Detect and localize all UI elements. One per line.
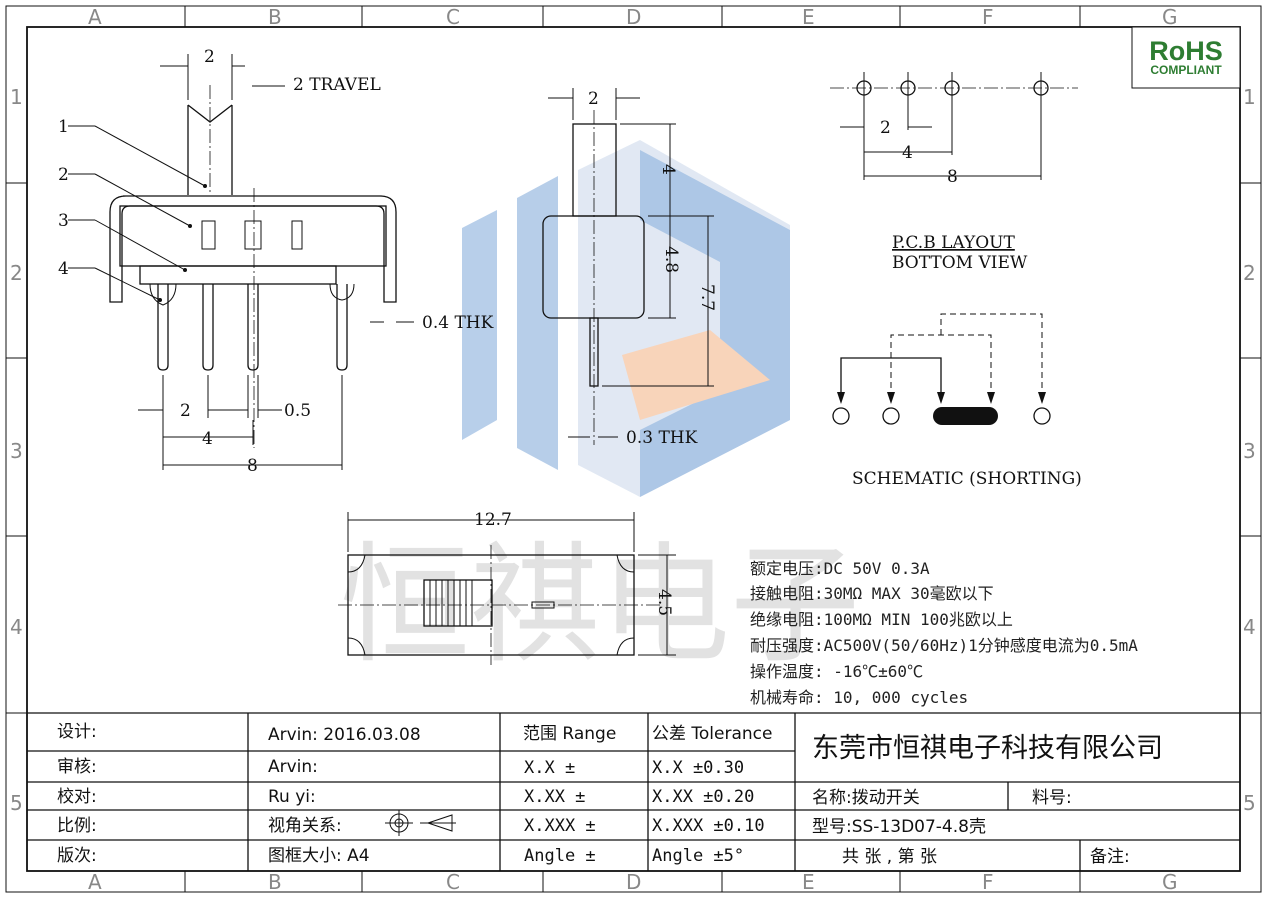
svg-text:X.X ±0.30: X.X ±0.30 <box>652 758 744 778</box>
svg-text:X.XX ±0.20: X.XX ±0.20 <box>652 787 754 807</box>
svg-text:A: A <box>88 870 102 894</box>
svg-text:2: 2 <box>880 118 891 138</box>
svg-text:3: 3 <box>1243 439 1256 463</box>
svg-text:4: 4 <box>902 143 913 163</box>
svg-text:2: 2 <box>180 401 191 421</box>
pcb-layout: 2 4 8 P.C.B LAYOUT BOTTOM VIEW <box>830 72 1078 273</box>
svg-text:图框大小: A4: 图框大小: A4 <box>268 846 370 866</box>
svg-text:审核:: 审核: <box>57 757 97 777</box>
svg-text:SCHEMATIC (SHORTING): SCHEMATIC (SHORTING) <box>852 469 1082 489</box>
svg-text:4: 4 <box>58 259 69 279</box>
outer-border <box>5 5 1262 893</box>
watermark-logo <box>462 140 790 497</box>
spec-list: 额定电压:DC 50V 0.3A 接触电阻:30MΩ MAX 30毫欧以下 绝缘… <box>750 559 1138 707</box>
svg-text:0.3 THK: 0.3 THK <box>626 428 698 448</box>
svg-text:3: 3 <box>58 211 69 231</box>
svg-text:范围 Range: 范围 Range <box>523 724 616 744</box>
front-view: 2 4 4.8 7.7 0.3 THK <box>542 88 717 448</box>
svg-text:2: 2 <box>588 89 599 109</box>
svg-text:东莞市恒祺电子科技有限公司: 东莞市恒祺电子科技有限公司 <box>812 733 1163 764</box>
svg-text:恒祺电子: 恒祺电子 <box>340 529 860 681</box>
rohs-badge: RoHS COMPLIANT <box>1131 26 1241 89</box>
zone-ticks <box>6 6 1261 892</box>
svg-text:1: 1 <box>1243 85 1256 109</box>
schematic: SCHEMATIC (SHORTING) <box>832 313 1082 489</box>
svg-text:G: G <box>1162 870 1178 894</box>
svg-text:8: 8 <box>247 456 258 476</box>
svg-text:5: 5 <box>10 791 23 815</box>
svg-text:1: 1 <box>10 85 23 109</box>
svg-text:3: 3 <box>10 439 23 463</box>
svg-text:4: 4 <box>1243 615 1256 639</box>
svg-text:校对:: 校对: <box>57 787 97 807</box>
svg-text:4: 4 <box>202 429 213 449</box>
svg-text:BOTTOM VIEW: BOTTOM VIEW <box>892 253 1028 273</box>
inner-border <box>26 26 1241 872</box>
svg-text:X.XX ±: X.XX ± <box>524 787 585 807</box>
side-view: 1 2 3 4 2 2 TRAVEL 0.4 THK 2 0.5 4 8 <box>58 47 494 476</box>
svg-text:F: F <box>982 5 994 29</box>
svg-text:0.5: 0.5 <box>284 401 311 421</box>
svg-text:共 张 , 第 张: 共 张 , 第 张 <box>842 847 937 867</box>
svg-text:12.7: 12.7 <box>474 510 512 530</box>
svg-text:Arvin:: Arvin: <box>268 757 318 777</box>
svg-text:绝缘电阻:100MΩ MIN 100兆欧以上: 绝缘电阻:100MΩ MIN 100兆欧以上 <box>750 610 1013 629</box>
svg-text:设计:: 设计: <box>57 722 97 742</box>
svg-text:B: B <box>268 870 282 894</box>
svg-text:E: E <box>802 5 815 29</box>
svg-text:耐压强度:AC500V(50/60Hz)1分钟感度电流为0.: 耐压强度:AC500V(50/60Hz)1分钟感度电流为0.5mA <box>750 636 1138 655</box>
top-view: 12.7 4.5 <box>338 510 676 665</box>
svg-text:C: C <box>446 870 460 894</box>
svg-text:X.X ±: X.X ± <box>524 758 575 778</box>
svg-text:A: A <box>88 5 102 29</box>
svg-text:D: D <box>626 5 641 29</box>
svg-text:Angle ±: Angle ± <box>524 846 596 866</box>
title-block: 设计: 审核: 校对: 比例: 版次: Arvin: 2016.03.08 Ar… <box>27 712 1240 871</box>
svg-text:F: F <box>982 870 994 894</box>
svg-text:2: 2 <box>1243 261 1256 285</box>
svg-text:公差 Tolerance: 公差 Tolerance <box>652 724 772 744</box>
svg-text:4: 4 <box>658 164 678 175</box>
svg-text:5: 5 <box>1243 791 1256 815</box>
svg-text:7.7: 7.7 <box>697 284 717 311</box>
svg-text:C: C <box>446 5 460 29</box>
watermark-text: 恒祺电子 <box>340 529 860 681</box>
svg-text:Ru yi:: Ru yi: <box>268 787 316 807</box>
zone-labels: A B C D E F G A B C D E F G 1 2 3 4 5 1 2 3 4 5 <box>10 5 1256 894</box>
svg-text:比例:: 比例: <box>57 816 97 836</box>
svg-text:Arvin: 2016.03.08: Arvin: 2016.03.08 <box>268 725 421 745</box>
svg-text:G: G <box>1162 5 1178 29</box>
svg-text:接触电阻:30MΩ MAX 30毫欧以下: 接触电阻:30MΩ MAX 30毫欧以下 <box>750 584 994 603</box>
svg-text:0.4 THK: 0.4 THK <box>422 313 494 333</box>
svg-text:料号:: 料号: <box>1032 788 1072 808</box>
svg-text:1: 1 <box>58 117 69 137</box>
svg-text:X.XXX ±0.10: X.XXX ±0.10 <box>652 816 765 836</box>
svg-text:型号:SS-13D07-4.8壳: 型号:SS-13D07-4.8壳 <box>812 817 986 837</box>
svg-text:2: 2 <box>204 47 215 67</box>
svg-text:备注:: 备注: <box>1090 847 1130 867</box>
svg-text:COMPLIANT: COMPLIANT <box>1150 63 1222 77</box>
svg-text:4: 4 <box>10 615 23 639</box>
svg-text:X.XXX ±: X.XXX ± <box>524 816 596 836</box>
svg-text:4.5: 4.5 <box>654 589 674 616</box>
svg-text:4.8: 4.8 <box>661 246 681 273</box>
svg-text:额定电压:DC 50V 0.3A: 额定电压:DC 50V 0.3A <box>750 559 930 578</box>
svg-text:E: E <box>802 870 815 894</box>
svg-text:B: B <box>268 5 282 29</box>
svg-text:视角关系:: 视角关系: <box>268 816 342 836</box>
svg-text:D: D <box>626 870 641 894</box>
svg-text:P.C.B LAYOUT: P.C.B LAYOUT <box>892 233 1015 253</box>
svg-text:8: 8 <box>947 167 958 187</box>
svg-text:操作温度: -16℃±60℃: 操作温度: -16℃±60℃ <box>750 662 923 681</box>
svg-text:Angle ±5°: Angle ±5° <box>652 846 744 866</box>
svg-text:2: 2 <box>58 165 69 185</box>
svg-text:版次:: 版次: <box>57 846 97 866</box>
svg-text:2 TRAVEL: 2 TRAVEL <box>293 75 381 95</box>
projection-symbol-icon <box>385 810 456 836</box>
svg-text:名称:拨动开关: 名称:拨动开关 <box>812 788 920 808</box>
svg-text:RoHS: RoHS <box>1149 36 1223 66</box>
svg-text:机械寿命: 10, 000 cycles: 机械寿命: 10, 000 cycles <box>750 688 968 707</box>
svg-text:2: 2 <box>10 261 23 285</box>
